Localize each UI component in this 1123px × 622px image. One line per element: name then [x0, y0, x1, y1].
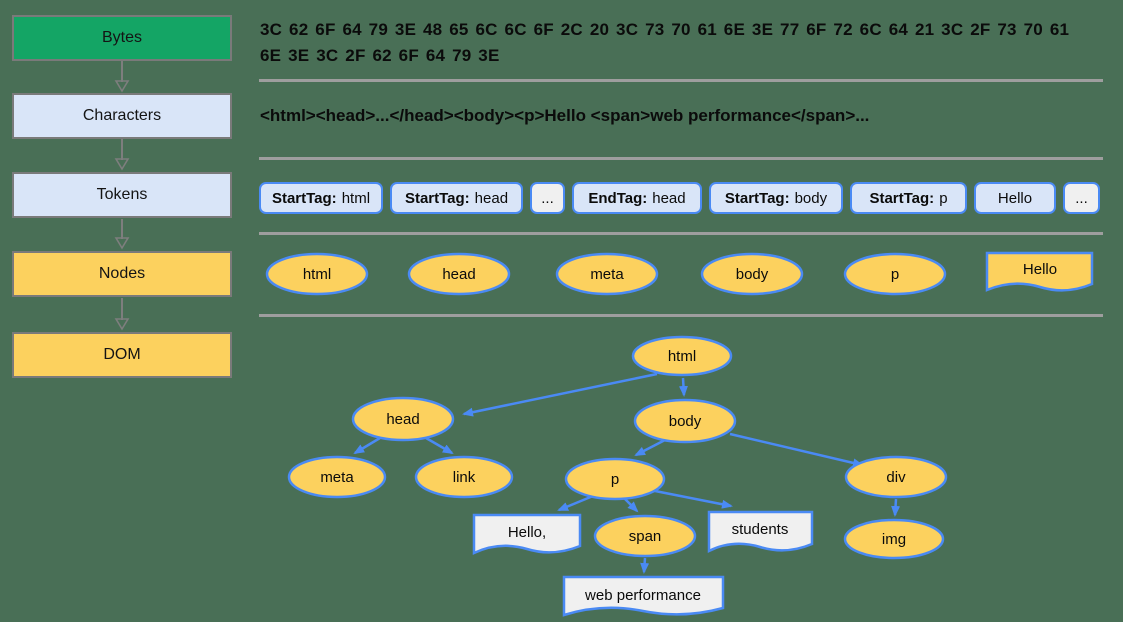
tree-label-span: span	[629, 528, 662, 545]
tree-node-link	[414, 455, 514, 499]
node-ellipse-html	[265, 252, 369, 296]
node-label: p	[891, 266, 899, 283]
bytes-hex-text: 3C 62 6F 64 79 3E 48 65 6C 6C 6F 2C 20 3…	[260, 17, 1110, 69]
edge-html-body	[678, 377, 688, 397]
dom-tree-edges	[353, 372, 901, 574]
token-type: StartTag:	[404, 189, 470, 207]
tree-node-img	[843, 518, 945, 560]
token-value: ...	[541, 189, 554, 207]
token-ellipsis: ...	[530, 182, 565, 214]
separator	[259, 79, 1103, 82]
stage-label-dom: DOM	[103, 346, 141, 363]
token-type: StartTag:	[724, 189, 790, 207]
pipeline-stage-tokens: Tokens	[12, 172, 232, 218]
separator	[259, 232, 1103, 235]
node-label: head	[442, 266, 475, 283]
token-value: head	[652, 189, 686, 207]
edge-div-img	[891, 498, 901, 517]
edge-p-span	[623, 497, 639, 513]
node-label: html	[303, 266, 331, 283]
separator	[259, 314, 1103, 317]
node-ellipse-body	[700, 252, 804, 296]
tree-node-meta	[287, 455, 387, 499]
tree-node-span	[593, 514, 697, 558]
token-value: html	[341, 189, 371, 207]
token-value: ...	[1075, 189, 1088, 207]
bytes-hex-line2: 6E 3E 3C 2F 62 6F 64 79 3E	[260, 46, 500, 65]
token-ellipsis: ...	[1063, 182, 1100, 214]
pipeline-stage-bytes: Bytes	[12, 15, 232, 61]
tree-label-img: img	[882, 531, 906, 548]
bytes-hex-line1: 3C 62 6F 64 79 3E 48 65 6C 6C 6F 2C 20 3…	[260, 20, 1070, 39]
tree-label-text-students: students	[732, 521, 789, 538]
pipeline-stage-nodes: Nodes	[12, 251, 232, 297]
nodes-row: html head meta body p Hello	[265, 251, 1094, 296]
token-starttag-body: StartTag:body	[709, 182, 843, 214]
token-starttag-html: StartTag:html	[259, 182, 383, 214]
node-textshape-hello	[985, 251, 1094, 292]
dom-tree: html head body meta link p div span img …	[287, 335, 948, 617]
token-starttag-head: StartTag:head	[390, 182, 523, 214]
token-endtag-head: EndTag:head	[572, 182, 702, 214]
token-value: head	[474, 189, 509, 207]
stage-label-characters: Characters	[82, 107, 162, 124]
tree-textnode-students	[707, 510, 814, 554]
token-value: body	[794, 189, 828, 207]
node-label: meta	[590, 266, 624, 283]
pipeline-arrow-icon	[114, 139, 130, 171]
edge-body-p	[634, 438, 666, 457]
tokens-row: StartTag:html StartTag:head ... EndTag:h…	[259, 182, 1100, 214]
node-ellipse-p	[843, 252, 947, 296]
tree-node-body	[633, 398, 737, 444]
tree-label-head: head	[386, 411, 419, 428]
tree-label-div: div	[886, 469, 906, 486]
tree-label-p: p	[611, 471, 619, 488]
edge-p-students	[649, 488, 733, 509]
tree-textnode-hello	[472, 513, 582, 555]
pipeline-stage-characters: Characters	[12, 93, 232, 139]
token-type: StartTag:	[271, 189, 337, 207]
tree-label-meta: meta	[320, 469, 354, 486]
token-starttag-p: StartTag:p	[850, 182, 967, 214]
edge-span-webperf	[640, 557, 650, 574]
edge-body-div	[729, 432, 864, 468]
token-type: EndTag:	[588, 189, 648, 207]
stage-label-bytes: Bytes	[101, 29, 142, 46]
tree-label-text-hello: Hello,	[508, 524, 546, 541]
edge-head-link	[425, 436, 454, 455]
characters-text: <html><head>...</head><body><p>Hello <sp…	[260, 106, 870, 125]
edge-p-hello	[557, 494, 594, 512]
node-ellipse-meta	[555, 252, 659, 296]
node-label: body	[736, 266, 769, 283]
tree-label-link: link	[453, 469, 476, 486]
stage-label-nodes: Nodes	[98, 265, 146, 282]
token-value: Hello	[997, 189, 1033, 207]
node-label-hello: Hello	[1023, 261, 1057, 278]
tree-label-body: body	[669, 413, 702, 430]
pipeline-arrow-icon	[114, 219, 130, 250]
tree-node-html	[631, 335, 733, 377]
pipeline-arrow-icon	[114, 298, 130, 331]
token-text-hello: Hello	[974, 182, 1056, 214]
tree-node-head	[351, 396, 455, 442]
edge-html-head	[462, 372, 658, 417]
token-type: StartTag:	[869, 189, 935, 207]
pipeline-stage-dom: DOM	[12, 332, 232, 378]
separator	[259, 157, 1103, 160]
tree-label-html: html	[668, 348, 696, 365]
tree-label-text-webperf: web performance	[584, 587, 701, 604]
edge-head-meta	[353, 436, 381, 455]
token-value: p	[939, 189, 948, 207]
tree-textnode-webperf	[562, 575, 725, 617]
node-ellipse-head	[407, 252, 511, 296]
pipeline-arrow-icon	[114, 61, 130, 93]
tree-node-p	[564, 457, 666, 501]
tree-node-div	[844, 455, 948, 499]
stage-label-tokens: Tokens	[96, 186, 148, 203]
